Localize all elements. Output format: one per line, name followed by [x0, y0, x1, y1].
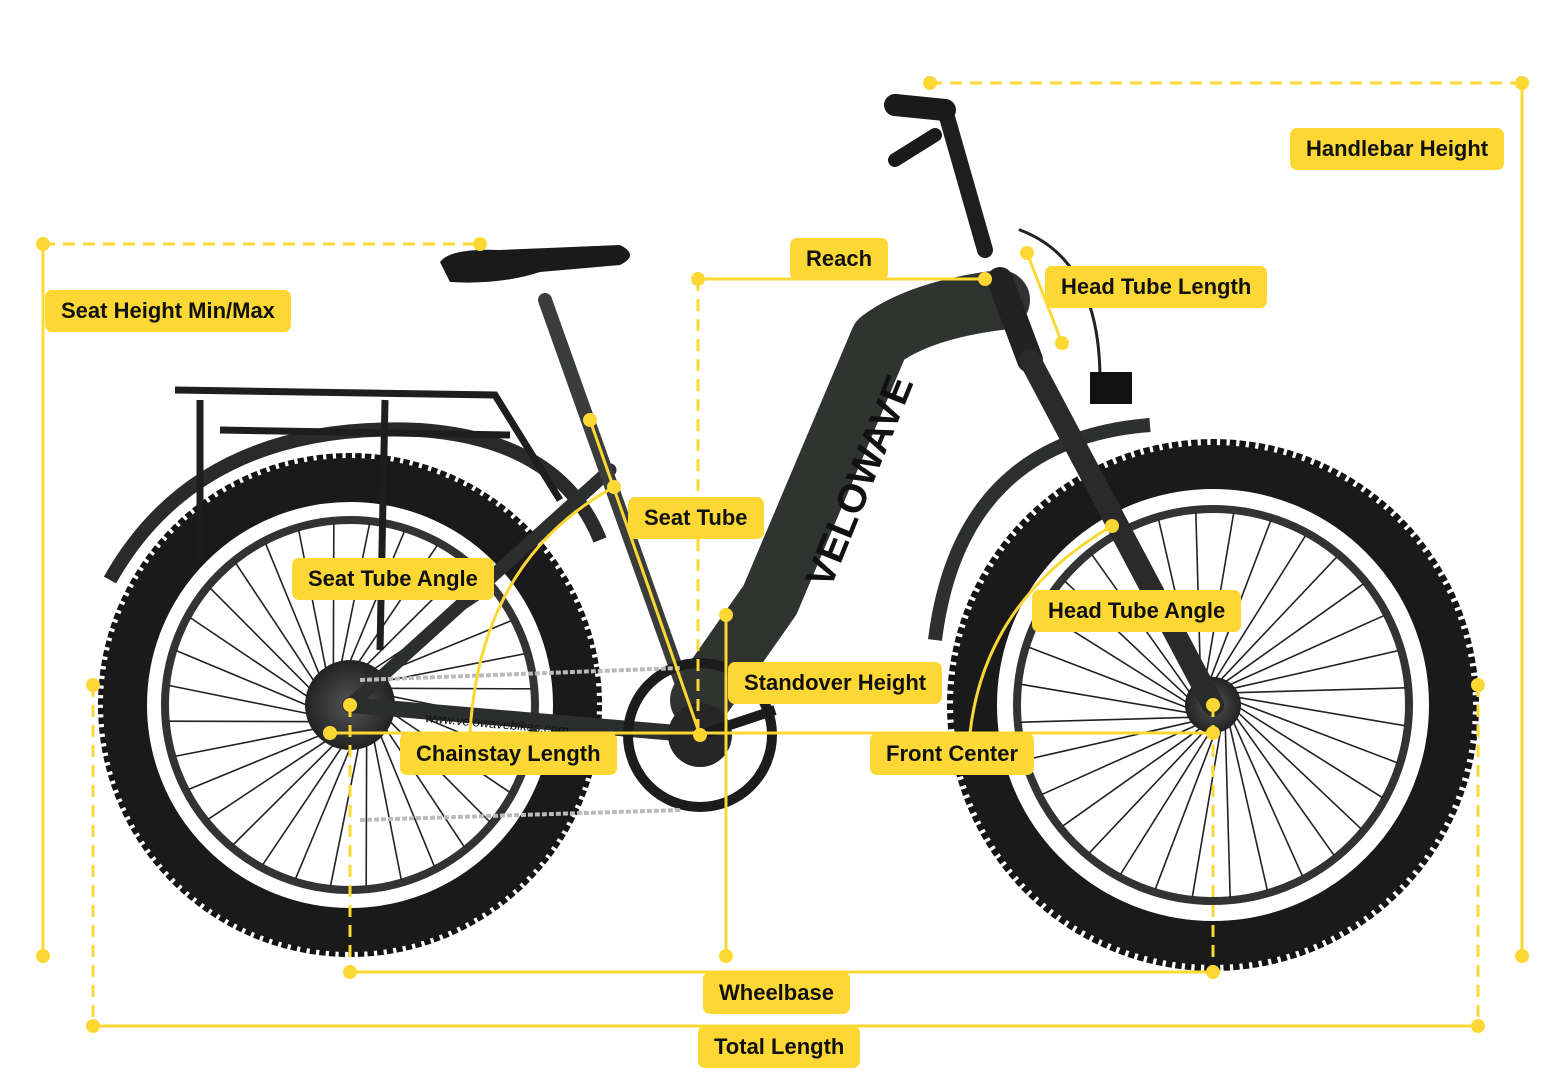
measurement-dot [1055, 336, 1069, 350]
spoke [232, 733, 345, 846]
measurement-points [36, 76, 1529, 1033]
rear-rack [174, 386, 563, 651]
label-head-tube-length: Head Tube Length [1045, 266, 1268, 308]
measurement-dot [691, 272, 705, 286]
label-handlebar-height: Handlebar Height [1290, 128, 1505, 170]
spoke [1062, 724, 1206, 827]
spoke [262, 734, 351, 866]
saddle [440, 245, 630, 283]
measurement-dot [343, 698, 357, 712]
measurement-dot [1471, 678, 1485, 692]
label-seat-tube: Seat Tube [628, 497, 764, 539]
spoke [374, 721, 436, 867]
spoke [1216, 556, 1338, 684]
measurement-dot [323, 726, 337, 740]
spoke [188, 729, 334, 791]
measurement-lines [41, 81, 1524, 1028]
measurement-dot [36, 237, 50, 251]
spoke [1119, 726, 1214, 875]
spoke [1191, 725, 1223, 898]
measurement-dot [1515, 76, 1529, 90]
label-total-length: Total Length [698, 1026, 861, 1068]
label-head-tube-angle: Head Tube Angle [1032, 590, 1242, 632]
spoke [209, 587, 322, 700]
spoke [1234, 704, 1383, 799]
measurement-dot [343, 965, 357, 979]
front-fender [928, 418, 1151, 641]
spoke [1041, 722, 1202, 796]
spoke [1224, 723, 1231, 898]
spoke [1224, 614, 1385, 688]
spoke [297, 530, 330, 684]
measurement-dot [583, 413, 597, 427]
headlight [1090, 372, 1132, 404]
spoke [175, 725, 329, 758]
label-seat-height: Seat Height Min/Max [45, 290, 291, 332]
spoke [337, 523, 371, 678]
bike-frame [342, 94, 1224, 743]
spoke [1028, 646, 1192, 711]
spoke [1234, 708, 1362, 830]
measurement-dot [719, 949, 733, 963]
spoke [1212, 535, 1307, 684]
spoke [1231, 687, 1406, 694]
measurement-dot [1020, 246, 1034, 260]
measurement-dot [86, 1019, 100, 1033]
measurement-dot [1206, 726, 1220, 740]
spoke [1020, 683, 1193, 715]
label-standover-height: Standover Height [728, 662, 943, 704]
spoke [1233, 695, 1406, 727]
measurement-dot [1206, 698, 1220, 712]
spoke [235, 562, 323, 694]
spoke [207, 732, 339, 820]
spoke [1232, 712, 1335, 856]
spoke [1230, 716, 1304, 877]
measurement-dot [923, 76, 937, 90]
spoke [1027, 719, 1198, 761]
spoke [1220, 583, 1364, 686]
measurement-dot [1105, 519, 1119, 533]
spoke [1227, 720, 1269, 891]
label-wheelbase: Wheelbase [703, 972, 850, 1014]
spoke [1228, 649, 1399, 691]
measurement-dot [719, 608, 733, 622]
spoke [294, 734, 357, 879]
spoke [343, 531, 406, 676]
spoke [189, 617, 321, 706]
measurement-dot [978, 272, 992, 286]
measurement-dot [1471, 1019, 1485, 1033]
spoke [176, 649, 321, 712]
measurement-dot [607, 480, 621, 494]
label-chainstay-length: Chainstay Length [400, 733, 617, 775]
label-front-center: Front Center [870, 733, 1034, 775]
spoke [1088, 726, 1210, 854]
crankset [359, 658, 777, 822]
label-seat-tube-angle: Seat Tube Angle [292, 558, 494, 600]
measurement-dot [86, 678, 100, 692]
spoke [168, 684, 323, 718]
spoke [1020, 716, 1195, 723]
measurement-dot [693, 728, 707, 742]
measurement-dot [1206, 965, 1220, 979]
measurement-dot [1515, 949, 1529, 963]
measurement-dot [473, 237, 487, 251]
label-reach: Reach [790, 238, 889, 280]
spoke [1154, 726, 1219, 890]
spoke [377, 716, 465, 848]
spoke [1234, 699, 1398, 764]
measurement-dot [36, 949, 50, 963]
rear-fender [103, 422, 607, 584]
spoke [329, 732, 363, 887]
spoke [370, 726, 403, 880]
spoke [264, 543, 326, 689]
